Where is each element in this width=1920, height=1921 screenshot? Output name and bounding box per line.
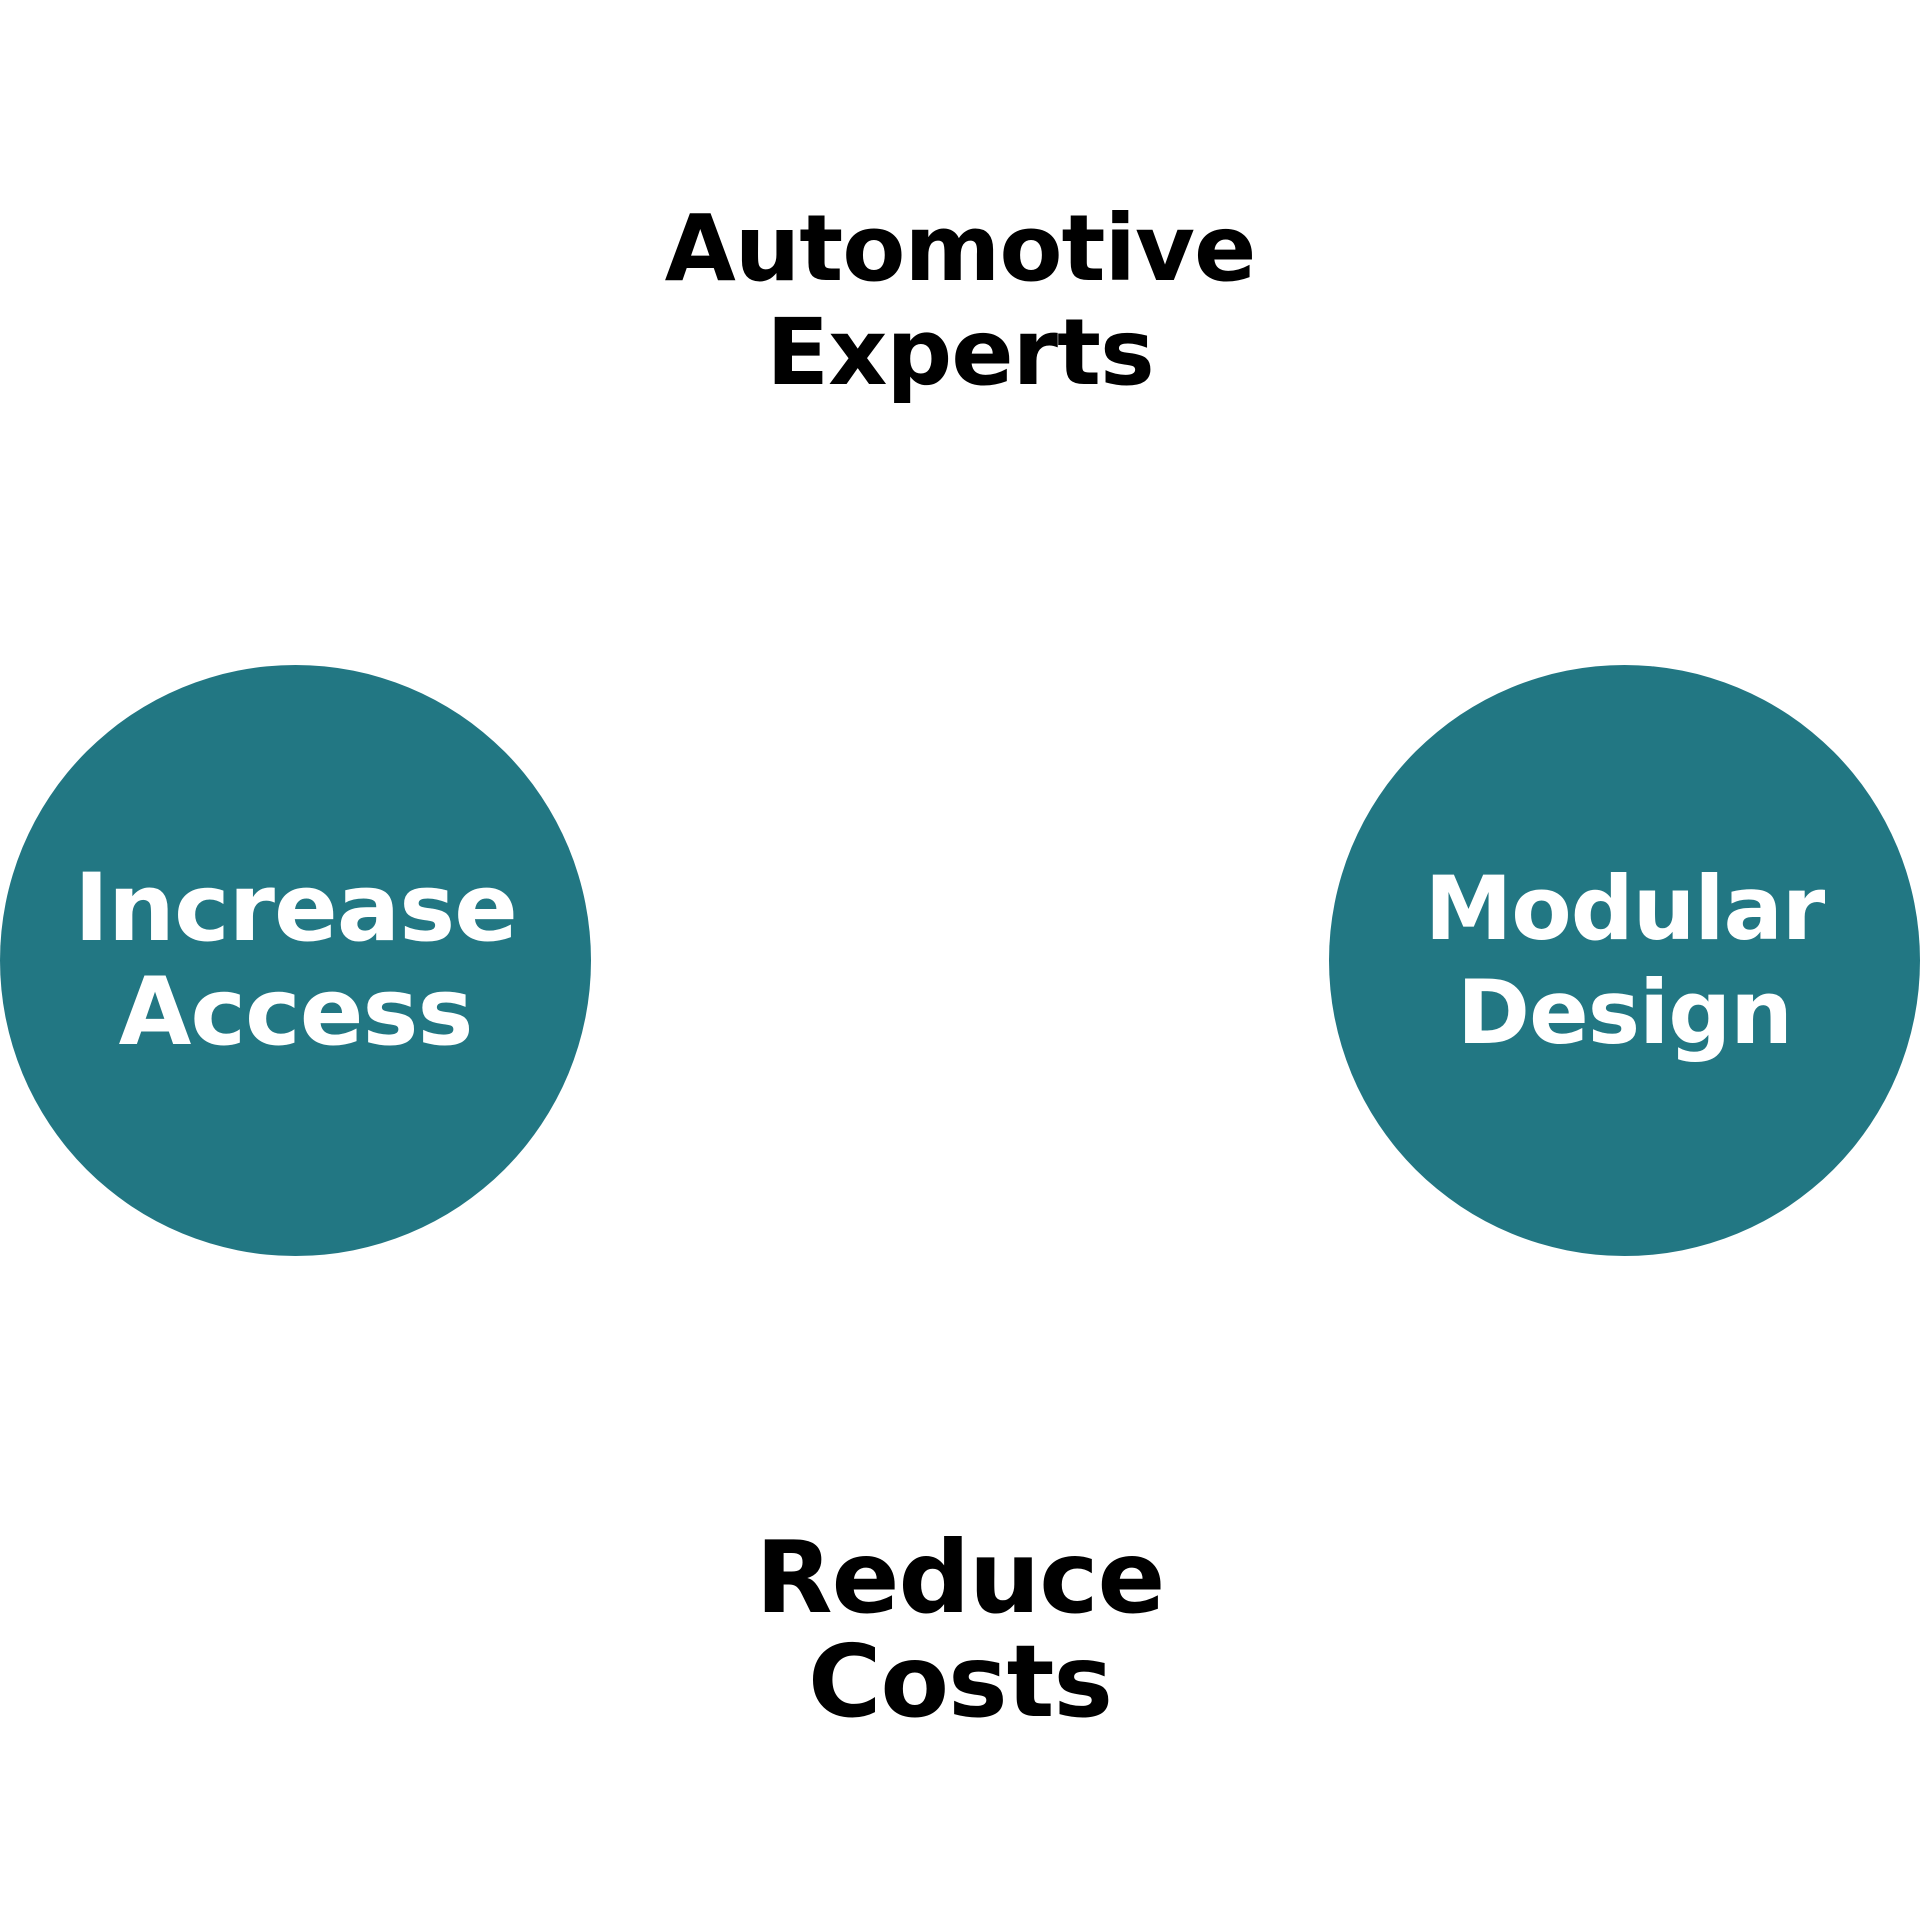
circle-increase-access-line2: Access	[118, 957, 474, 1067]
label-reduce-costs-line1: Reduce	[755, 1519, 1166, 1636]
label-automotive-experts-line2: Experts	[766, 299, 1155, 406]
circle-increase-access: Increase Access	[0, 665, 591, 1256]
label-automotive-experts-line1: Automotive	[664, 195, 1257, 302]
label-automotive-experts: Automotive Experts	[560, 197, 1360, 405]
circle-modular-design-line2: Design	[1457, 960, 1793, 1064]
circle-increase-access-text: Increase Access	[74, 853, 518, 1067]
label-reduce-costs: Reduce Costs	[560, 1526, 1360, 1734]
circle-increase-access-line1: Increase	[74, 853, 518, 963]
circle-modular-design-line1: Modular	[1424, 856, 1826, 960]
circle-modular-design: Modular Design	[1329, 665, 1920, 1256]
circle-modular-design-text: Modular Design	[1424, 856, 1826, 1065]
label-reduce-costs-line2: Costs	[808, 1623, 1113, 1740]
